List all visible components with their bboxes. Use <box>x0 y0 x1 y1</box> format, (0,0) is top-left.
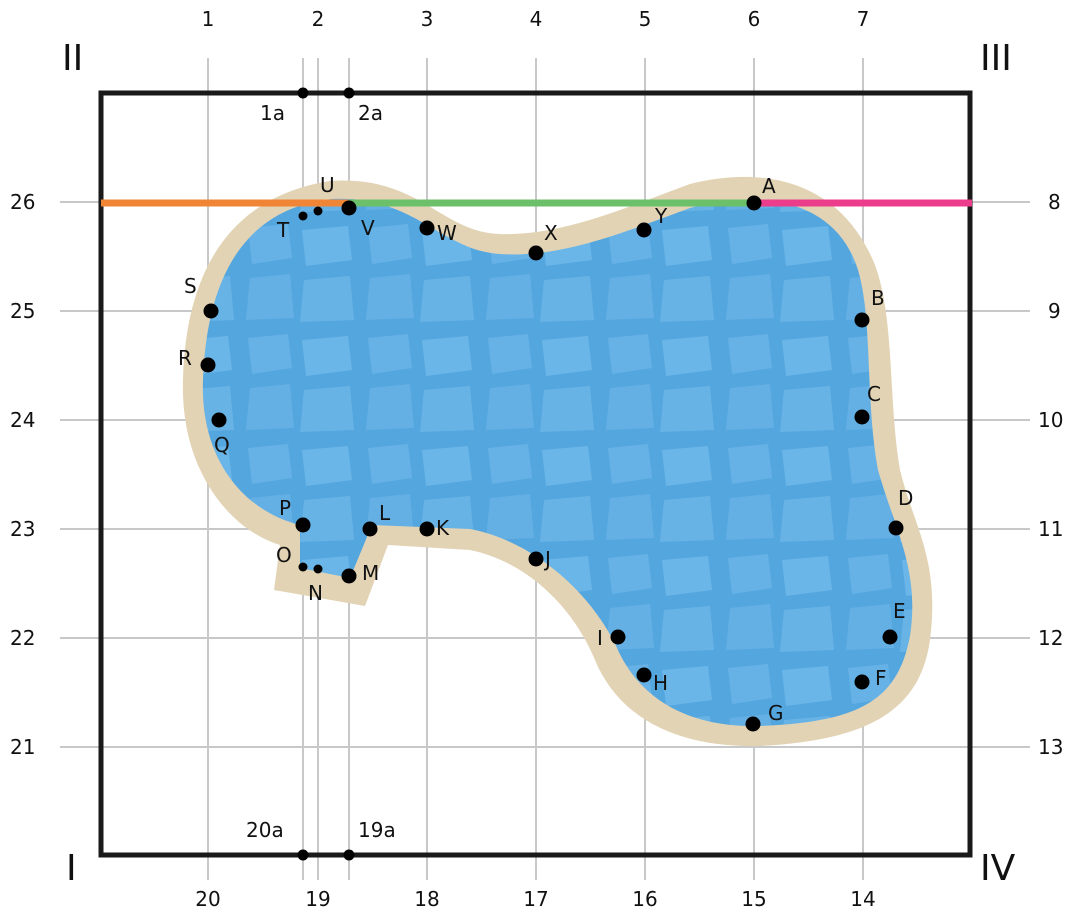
point-X-dot <box>528 245 544 261</box>
point-E-dot <box>882 629 898 645</box>
point-R-dot <box>200 357 216 373</box>
col-label-2: 2 <box>312 7 325 31</box>
point-label-M: M <box>362 561 379 585</box>
col-label-18: 18 <box>414 887 439 911</box>
point-label-H: H <box>653 671 668 695</box>
point-J-dot <box>528 551 544 567</box>
point-label-C: C <box>867 382 881 406</box>
row-label-10: 10 <box>1038 408 1063 432</box>
point-Y-dot <box>636 222 652 238</box>
point-P-dot <box>295 517 311 533</box>
point-label-T: T <box>276 218 290 242</box>
edge-label-19a: 19a <box>358 818 396 842</box>
col-label-1: 1 <box>202 7 215 31</box>
col-label-6: 6 <box>748 7 761 31</box>
point-label-P: P <box>279 496 291 520</box>
row-label-22: 22 <box>10 626 35 650</box>
row-label-11: 11 <box>1038 517 1063 541</box>
row-label-24: 24 <box>10 408 35 432</box>
point-H-dot <box>636 667 652 683</box>
bottom-column-labels: 20 19 18 17 16 15 14 <box>195 887 875 911</box>
edge-mark-20a-dot <box>297 849 309 861</box>
point-O-dot <box>298 562 308 572</box>
corner-label-top-right: III <box>980 38 1012 79</box>
pool-water <box>202 198 913 727</box>
point-label-U: U <box>320 173 335 197</box>
point-label-X: X <box>544 221 558 245</box>
col-label-17: 17 <box>523 887 548 911</box>
point-M-dot <box>341 568 357 584</box>
point-label-A: A <box>762 174 776 198</box>
col-label-16: 16 <box>632 887 657 911</box>
point-label-I: I <box>597 626 603 650</box>
edge-label-1a: 1a <box>260 101 285 125</box>
col-label-15: 15 <box>741 887 766 911</box>
point-label-S: S <box>184 274 197 298</box>
point-label-K: K <box>436 516 450 540</box>
point-label-O: O <box>276 543 292 567</box>
point-B-dot <box>854 312 870 328</box>
point-label-B: B <box>871 286 885 310</box>
point-C-dot <box>854 409 870 425</box>
row-label-12: 12 <box>1038 626 1063 650</box>
top-column-labels: 1 2 3 4 5 6 7 <box>202 7 870 31</box>
edge-mark-19a-dot <box>343 849 355 861</box>
point-label-Y: Y <box>654 204 668 228</box>
point-T-dot <box>298 211 308 221</box>
col-label-3: 3 <box>421 7 434 31</box>
row-label-23: 23 <box>10 517 35 541</box>
row-label-9: 9 <box>1048 299 1061 323</box>
col-label-7: 7 <box>857 7 870 31</box>
col-label-19: 19 <box>305 887 330 911</box>
point-label-N: N <box>308 581 323 605</box>
point-label-G: G <box>768 701 784 725</box>
col-label-4: 4 <box>530 7 543 31</box>
point-Q-dot <box>211 412 227 428</box>
row-label-21: 21 <box>10 735 35 759</box>
point-K-dot <box>419 521 435 537</box>
col-label-20: 20 <box>195 887 220 911</box>
col-label-5: 5 <box>639 7 652 31</box>
point-label-W: W <box>437 221 457 245</box>
point-label-V: V <box>361 216 375 240</box>
row-label-25: 25 <box>10 299 35 323</box>
left-row-labels: 26 25 24 23 22 21 <box>10 190 35 759</box>
corner-label-top-left: II <box>62 38 83 79</box>
point-D-dot <box>888 520 904 536</box>
point-label-E: E <box>893 599 906 623</box>
point-I-dot <box>610 629 626 645</box>
right-row-labels: 8 9 10 11 12 13 <box>1038 190 1063 759</box>
point-V-dot <box>341 200 357 216</box>
point-L-dot <box>362 521 378 537</box>
edge-mark-2a-dot <box>343 87 355 99</box>
row-label-8: 8 <box>1048 190 1061 214</box>
edge-mark-1a-dot <box>297 87 309 99</box>
point-F-dot <box>854 674 870 690</box>
row-label-13: 13 <box>1038 735 1063 759</box>
point-label-J: J <box>543 547 551 571</box>
point-label-F: F <box>875 666 887 690</box>
row-label-26: 26 <box>10 190 35 214</box>
point-label-D: D <box>898 486 913 510</box>
survey-points: A B C D E F G H I J K L M N O P Q R S T … <box>178 173 913 732</box>
point-W-dot <box>419 220 435 236</box>
edge-label-20a: 20a <box>246 818 284 842</box>
corner-label-bottom-right: IV <box>980 848 1016 889</box>
point-S-dot <box>203 303 219 319</box>
point-label-L: L <box>379 501 391 525</box>
point-label-Q: Q <box>214 433 230 457</box>
point-label-R: R <box>178 346 192 370</box>
col-label-14: 14 <box>850 887 875 911</box>
site-boundary-frame <box>98 90 973 858</box>
point-U-dot <box>313 206 323 216</box>
point-G-dot <box>745 716 761 732</box>
corner-label-bottom-left: I <box>66 848 77 889</box>
edge-label-2a: 2a <box>358 101 383 125</box>
edge-marks: 1a 2a 20a 19a <box>246 87 396 861</box>
point-N-dot <box>313 564 323 574</box>
point-A-dot <box>746 195 762 211</box>
